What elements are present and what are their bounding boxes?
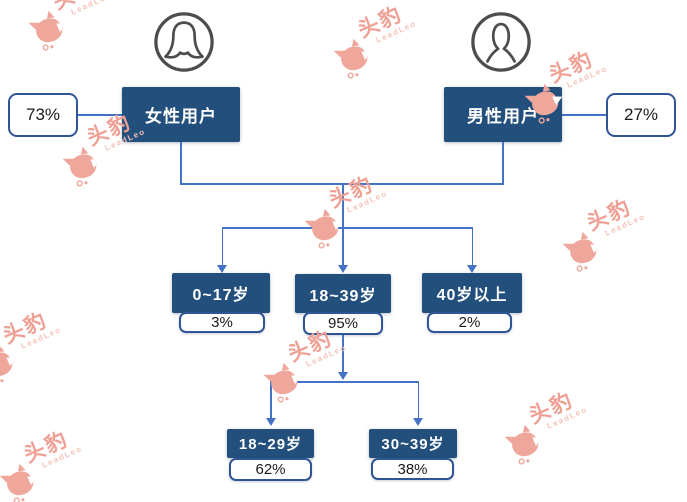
leadleo-watermark: 头豹 LeadLeo bbox=[322, 0, 431, 89]
connector-line bbox=[180, 183, 504, 185]
leadleo-watermark: 头豹 LeadLeo bbox=[493, 381, 602, 475]
female-user-icon bbox=[154, 12, 214, 72]
sub-node-30-39: 30~39岁 bbox=[369, 429, 457, 458]
connector-line bbox=[342, 227, 344, 265]
arrow-down-icon bbox=[217, 265, 228, 273]
connector-line bbox=[270, 381, 272, 418]
arrow-down-icon bbox=[413, 418, 424, 426]
leadleo-logo-icon bbox=[504, 424, 543, 465]
connector-line bbox=[502, 142, 504, 183]
male-percent-callout: 27% bbox=[606, 93, 676, 137]
age-node-0-17: 0~17岁 bbox=[172, 273, 270, 313]
age-percent-18-39: 95% bbox=[303, 312, 383, 335]
connector-line bbox=[342, 183, 344, 227]
connector-line bbox=[221, 227, 223, 265]
connector-line bbox=[417, 381, 419, 418]
arrow-down-icon bbox=[337, 372, 348, 380]
connector-line bbox=[342, 335, 344, 372]
leadleo-watermark: 头豹 LeadLeo bbox=[0, 420, 98, 502]
leadleo-watermark: 头豹 LeadLeo bbox=[17, 0, 126, 61]
male-user-node: 男性用户 bbox=[444, 87, 562, 142]
leadleo-watermark: 头豹 LeadLeo bbox=[551, 188, 660, 282]
arrow-down-icon bbox=[265, 418, 276, 426]
leadleo-logo-icon bbox=[28, 10, 67, 51]
connector-line bbox=[270, 381, 419, 383]
arrow-down-icon bbox=[467, 265, 478, 273]
connector-line bbox=[180, 142, 182, 183]
connector-line bbox=[471, 227, 473, 265]
sub-percent-30-39: 38% bbox=[371, 458, 454, 480]
leadleo-logo-icon bbox=[562, 231, 601, 272]
arrow-down-icon bbox=[337, 265, 348, 273]
leadleo-logo-icon bbox=[0, 344, 17, 383]
age-node-40-plus: 40岁以上 bbox=[422, 273, 522, 313]
leadleo-logo-icon bbox=[62, 146, 101, 187]
leadleo-logo-icon bbox=[333, 38, 372, 79]
male-user-icon bbox=[471, 12, 531, 72]
age-percent-0-17: 3% bbox=[179, 312, 265, 333]
age-percent-40-plus: 2% bbox=[427, 312, 512, 333]
female-user-node: 女性用户 bbox=[122, 87, 240, 142]
sub-node-18-29: 18~29岁 bbox=[227, 429, 314, 458]
leadleo-logo-icon bbox=[0, 463, 38, 502]
leadleo-logo-icon bbox=[263, 362, 302, 403]
connector-line bbox=[78, 114, 122, 116]
leadleo-watermark: 头豹 LeadLeo bbox=[0, 301, 77, 395]
female-percent-callout: 73% bbox=[8, 93, 78, 137]
connector-line bbox=[562, 114, 606, 116]
age-node-18-39: 18~39岁 bbox=[295, 274, 391, 313]
sub-percent-18-29: 62% bbox=[229, 458, 312, 481]
leadleo-watermark: 头豹 LeadLeo bbox=[293, 165, 402, 259]
connector-line bbox=[222, 227, 473, 229]
